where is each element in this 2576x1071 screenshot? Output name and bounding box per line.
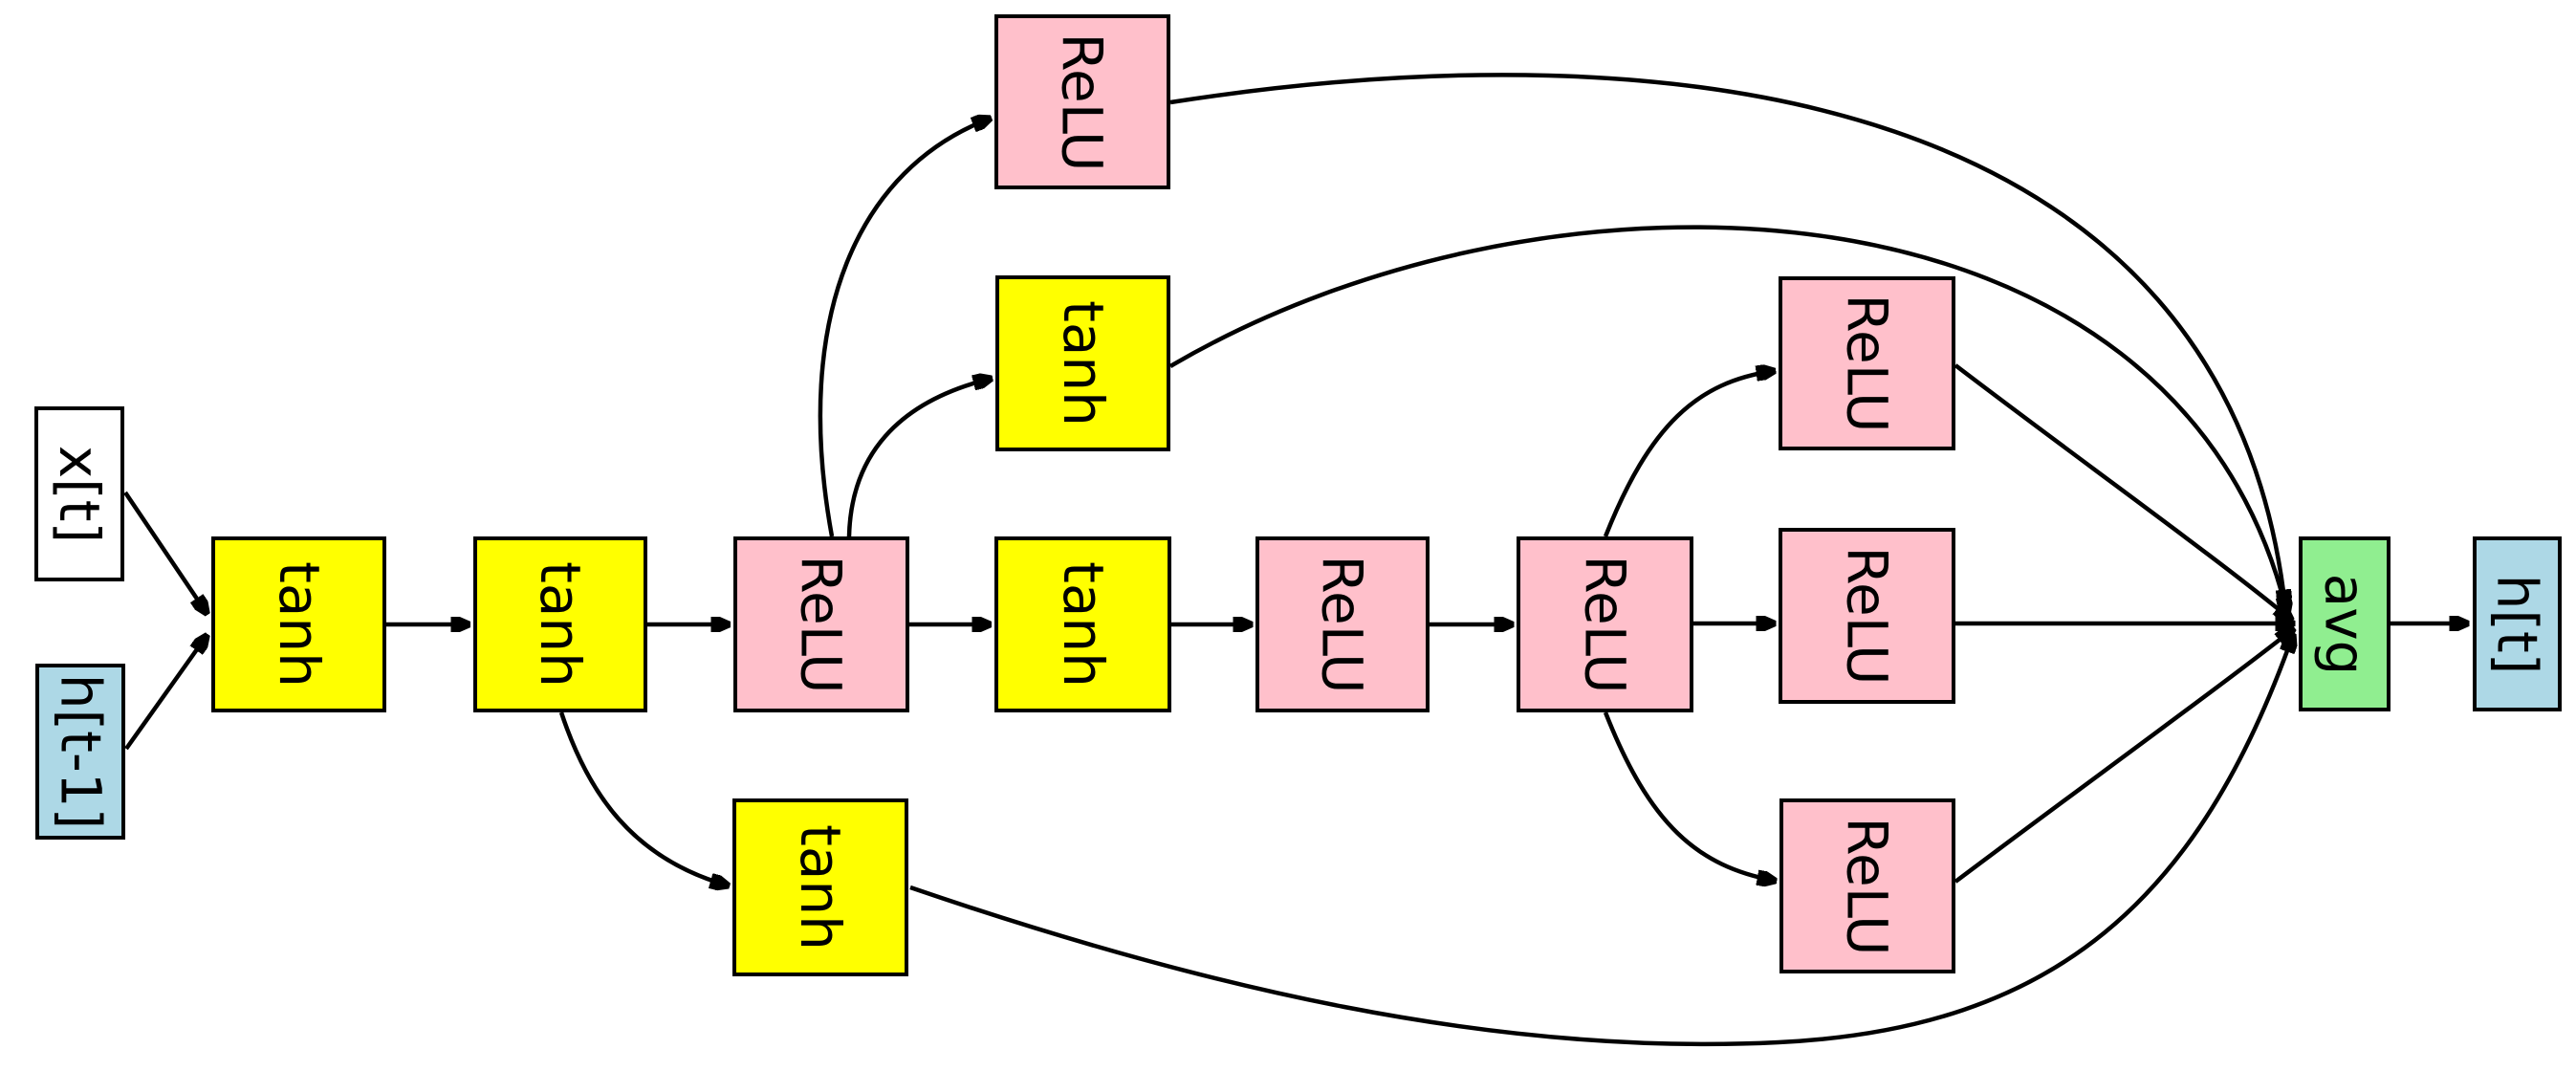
edge-x_t-tanh_1 xyxy=(123,491,207,613)
node-x_t-label: x[t] xyxy=(47,445,113,543)
node-relu_1: ReLU xyxy=(733,536,909,712)
edge-relu_1-relu_top xyxy=(818,119,990,537)
node-h_t: h[t] xyxy=(2473,536,2562,711)
node-tanh_2: tanh xyxy=(473,536,647,712)
edge-relu_3-relu_right_top xyxy=(1603,371,1774,537)
node-h_t-label: h[t] xyxy=(2484,574,2550,674)
node-x_t: x[t] xyxy=(34,406,124,581)
node-h_t_prev-label: h[t-1] xyxy=(48,673,113,830)
node-avg-label: avg xyxy=(2312,573,2377,675)
node-tanh_top: tanh xyxy=(995,275,1170,451)
node-relu_top-label: ReLU xyxy=(1049,32,1115,172)
node-relu_right_top-label: ReLU xyxy=(1834,294,1900,433)
node-relu_right_bottom: ReLU xyxy=(1779,798,1955,973)
edge-tanh_bottom-avg xyxy=(909,635,2293,1047)
node-relu_right_mid: ReLU xyxy=(1779,528,1955,704)
edge-tanh_top-avg xyxy=(1168,225,2287,614)
node-relu_2-label: ReLU xyxy=(1309,555,1375,694)
edge-relu_1-tanh_top xyxy=(846,379,991,537)
node-tanh_2-label: tanh xyxy=(528,561,593,688)
node-relu_right_top: ReLU xyxy=(1779,276,1955,450)
node-tanh_3-label: tanh xyxy=(1050,561,1116,688)
node-relu_top: ReLU xyxy=(994,14,1170,189)
node-relu_1-label: ReLU xyxy=(788,555,854,694)
edge-relu_right_bottom-avg xyxy=(1954,629,2293,884)
node-tanh_bottom-label: tanh xyxy=(788,824,853,951)
edge-tanh_2-tanh_bottom xyxy=(558,711,728,885)
node-tanh_1: tanh xyxy=(211,536,386,712)
edge-relu_3-relu_right_bottom xyxy=(1603,711,1775,881)
node-relu_3: ReLU xyxy=(1517,536,1693,712)
node-relu_right_mid-label: ReLU xyxy=(1834,546,1900,686)
node-relu_2: ReLU xyxy=(1255,536,1430,712)
node-relu_3-label: ReLU xyxy=(1572,555,1638,694)
node-h_t_prev: h[t-1] xyxy=(35,664,125,840)
node-tanh_bottom: tanh xyxy=(732,798,908,976)
node-tanh_3: tanh xyxy=(994,536,1171,712)
edge-relu_right_top-avg xyxy=(1954,363,2291,620)
node-avg: avg xyxy=(2299,536,2390,711)
edge-h_t_prev-tanh_1 xyxy=(124,636,207,751)
node-tanh_top-label: tanh xyxy=(1050,300,1116,426)
node-tanh_1-label: tanh xyxy=(266,561,332,688)
edge-relu_top-avg xyxy=(1169,73,2285,607)
node-relu_right_bottom-label: ReLU xyxy=(1834,816,1900,956)
